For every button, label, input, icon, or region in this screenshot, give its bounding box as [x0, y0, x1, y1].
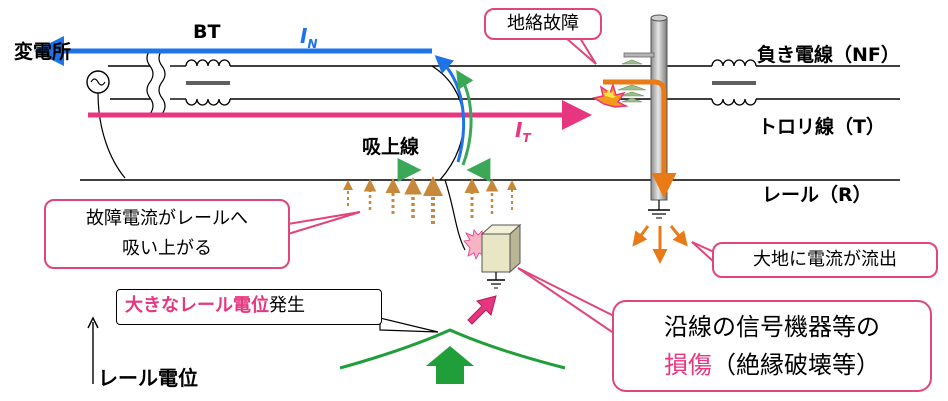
substation-source-icon: [86, 70, 126, 179]
fault-current-text-line1: 故障電流がレールへ: [86, 208, 248, 229]
big-potential-callout-pointer: [379, 317, 439, 333]
bt-label: BT: [193, 21, 221, 43]
damage-callout-pointer: [517, 267, 619, 338]
i-n-symbol: I: [300, 24, 308, 48]
earth-current-text: 大地に電流が流出: [753, 249, 897, 270]
ground-fault-callout-pointer: [563, 37, 597, 65]
potential-axis-arrowhead: [87, 316, 99, 329]
damage-text-line1: 沿線の信号機器等の: [664, 313, 880, 341]
earth-current-callout-pointer: [691, 241, 715, 265]
negative-feeder-current-label: IN: [300, 24, 318, 51]
damage-arrow-icon: [467, 295, 497, 325]
i-n-subscript: N: [307, 37, 318, 51]
bt-transformer-right: [711, 59, 757, 106]
fault-current-callout: 故障電流がレールへ 吸い上がる: [44, 199, 290, 269]
damage-highlight-text: 損傷: [664, 351, 712, 379]
bt-transformer-left: [185, 59, 231, 106]
big-potential-highlight-text: 大きなレール電位: [125, 295, 269, 316]
earth-outflow-arrows: [632, 225, 688, 264]
insulator-icon: [617, 59, 647, 103]
suction-wire-lower: [444, 179, 466, 251]
rail-label: レール（R）: [762, 184, 872, 206]
fault-current-callout-pointer: [287, 211, 361, 236]
rail-potential-rise-arrows: [343, 176, 517, 224]
suction-wire: [431, 65, 465, 181]
suction-current-arrow-green: [456, 69, 474, 166]
wire-break-mark: [146, 49, 166, 115]
fault-current-text-line2: 吸い上がる: [122, 238, 212, 259]
suction-wire-label: 吸上線: [362, 136, 420, 158]
earth-current-callout: 大地に電流が流出: [712, 242, 938, 278]
damage-text-line2: 損傷（絶縁破壊等）: [614, 346, 930, 384]
negative-feeder-label: 負き電線（NF）: [757, 44, 900, 66]
big-potential-suffix-text: 発生: [269, 295, 305, 316]
signal-equipment-icon: [463, 223, 522, 289]
ground-fault-callout: 地絡故障: [484, 8, 602, 40]
substation-label: 変電所: [14, 41, 72, 63]
fault-current-path: [603, 79, 677, 198]
big-potential-callout: 大きなレール電位発生: [116, 289, 382, 325]
i-t-subscript: T: [522, 131, 531, 145]
trolley-wire-label: トロリ線（T）: [758, 116, 885, 138]
suction-current-arrow-blue: [434, 55, 465, 163]
trolley-current-label: IT: [515, 118, 531, 145]
rail-potential-curve: [339, 328, 566, 370]
damage-suffix-text: （絶縁破壊等）: [712, 351, 880, 379]
damage-callout: 沿線の信号機器等の 損傷（絶縁破壊等）: [612, 300, 932, 392]
potential-rise-arrow: [426, 346, 474, 384]
i-t-symbol: I: [515, 118, 523, 142]
fault-spark-icon: [592, 82, 629, 108]
rail-potential-axis-label: レール電位: [98, 366, 198, 390]
ground-fault-text: 地絡故障: [507, 13, 579, 34]
